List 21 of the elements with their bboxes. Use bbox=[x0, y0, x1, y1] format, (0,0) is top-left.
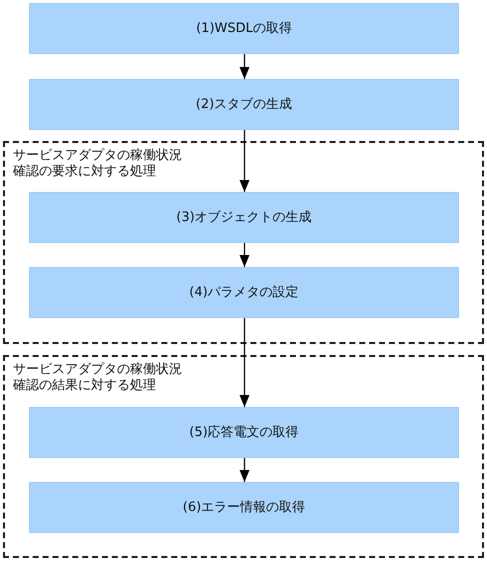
group-heading: サービスアダプタの稼働状況確認の要求に対する処理 bbox=[13, 148, 183, 180]
process-box bbox=[29, 3, 459, 54]
step-label: (6)エラー情報の取得 bbox=[182, 500, 306, 516]
dashed-group-frame bbox=[3, 355, 484, 558]
arrow bbox=[240, 243, 250, 267]
process-box bbox=[29, 407, 459, 458]
step-label: (3)オブジェクトの生成 bbox=[176, 210, 312, 226]
step-label: (4)パラメタの設定 bbox=[189, 284, 299, 300]
step-label: (1)WSDLの取得 bbox=[196, 20, 292, 36]
dashed-group-frame bbox=[3, 141, 484, 344]
step-label: (5)応答電文の取得 bbox=[189, 424, 299, 440]
arrow bbox=[240, 54, 250, 79]
process-box bbox=[29, 267, 459, 318]
process-box bbox=[29, 192, 459, 243]
arrow bbox=[240, 130, 250, 192]
process-box bbox=[29, 482, 459, 533]
process-box bbox=[29, 79, 459, 130]
arrow bbox=[240, 318, 250, 407]
group-heading: サービスアダプタの稼働状況確認の結果に対する処理 bbox=[13, 362, 183, 394]
step-label: (2)スタブの生成 bbox=[196, 96, 292, 112]
arrow bbox=[240, 458, 250, 482]
